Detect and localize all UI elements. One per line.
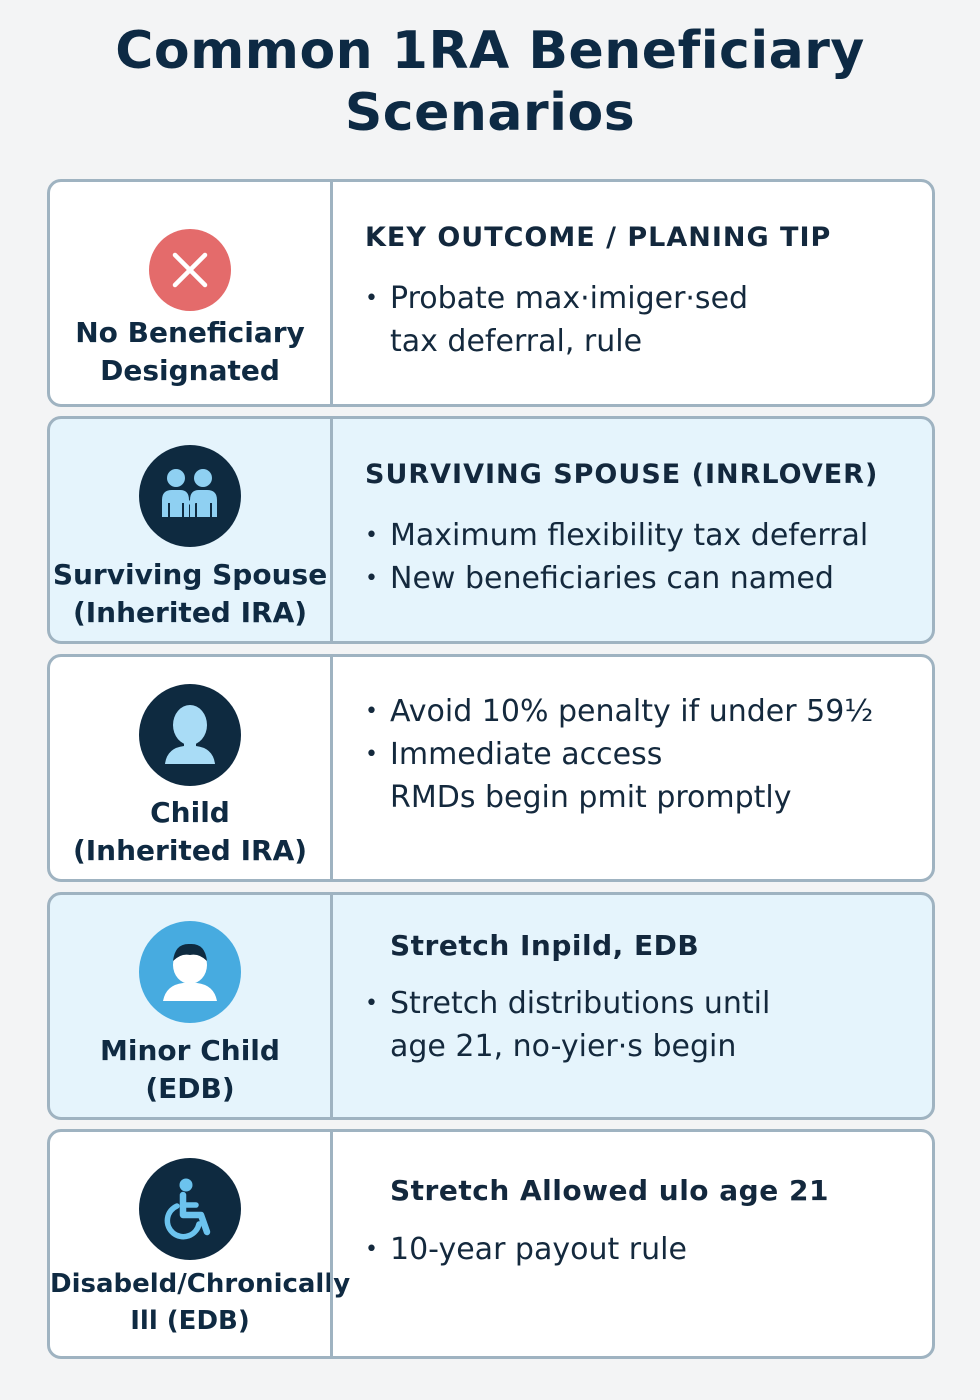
bullet-item: tax deferral, rule (390, 324, 643, 359)
scenario-card-minor-child: Minor Child (EDB) Stretch Inpild, EDB St… (47, 892, 935, 1120)
outcome-heading: SURVIVING SPOUSE (INRLOVER) (365, 459, 879, 490)
scenario-label-line2: Designated (100, 354, 280, 387)
bullet-item: Stretch distributions until (365, 982, 770, 1025)
outcome-heading: Stretch Inpild, EDB (390, 929, 700, 962)
column-divider (330, 895, 333, 1117)
child-person-icon (139, 684, 241, 786)
outcome-bullets: Stretch distributions until age 21, no-y… (365, 982, 770, 1068)
wheelchair-icon (139, 1158, 241, 1260)
scenario-label-line1: No Beneficiary (75, 316, 305, 349)
bullet-item: RMDs begin pmit promptly (390, 780, 792, 815)
outcome-cell: Avoid 10% penalty if under 59½ Immediate… (365, 657, 912, 879)
page-title-line1: Common 1RA Beneficiary (115, 21, 865, 81)
bullet-item: Immediate access (365, 733, 873, 776)
outcome-heading: Stretch Allowed ulo age 21 (390, 1174, 829, 1207)
scenario-card-surviving-spouse: Surviving Spouse (Inherited IRA) SURVIVI… (47, 416, 935, 644)
bullet-item: Avoid 10% penalty if under 59½ (365, 690, 873, 733)
outcome-cell: Stretch Allowed ulo age 21 10-year payou… (365, 1132, 912, 1356)
column-divider (330, 182, 333, 404)
scenario-label: No Beneficiary Designated (50, 314, 330, 390)
scenario-label-line1: Surviving Spouse (52, 558, 328, 591)
scenario-label-line2: (Inherited IRA) (72, 834, 308, 867)
outcome-bullets: Avoid 10% penalty if under 59½ Immediate… (365, 690, 873, 819)
scenario-label: Surviving Spouse (Inherited IRA) (50, 556, 330, 632)
column-divider (330, 419, 333, 641)
scenario-label-line1: Minor Child (100, 1034, 280, 1067)
outcome-bullets: Maximum flexibility tax deferral New ben… (365, 514, 868, 600)
bullet-item: Maximum flexibility tax deferral (365, 514, 868, 557)
scenario-label-line2: Ill (EDB) (130, 1306, 250, 1336)
outcome-heading: KEY OUTCOME / PLANING TIP (365, 222, 832, 253)
scenario-label-line2: (Inherited IRA) (72, 596, 308, 629)
scenario-label-line2: (EDB) (145, 1072, 235, 1105)
scenario-label-cell: Surviving Spouse (Inherited IRA) (50, 419, 330, 641)
scenario-card-no-beneficiary: No Beneficiary Designated KEY OUTCOME / … (47, 179, 935, 407)
bullet-item: 10-year payout rule (365, 1228, 687, 1271)
scenario-label: Child (Inherited IRA) (50, 794, 330, 870)
bullet-item: Probate max·imiger·sed (365, 277, 748, 320)
scenario-card-child: Child (Inherited IRA) Avoid 10% penalty … (47, 654, 935, 882)
scenario-label-line1: Disabeld/Chronically (50, 1269, 351, 1299)
scenario-card-disabled: Disabeld/Chronically Ill (EDB) Stretch A… (47, 1129, 935, 1359)
close-x-icon (139, 219, 241, 321)
scenario-label: Disabeld/Chronically Ill (EDB) (50, 1266, 351, 1340)
page-title: Common 1RA Beneficiary Scenarios (0, 20, 980, 144)
scenario-label-line1: Child (150, 796, 230, 829)
scenario-label-cell: No Beneficiary Designated (50, 182, 330, 404)
outcome-cell: Stretch Inpild, EDB Stretch distribution… (365, 895, 912, 1117)
scenario-label-cell: Disabeld/Chronically Ill (EDB) (50, 1132, 351, 1356)
bullet-item: New beneficiaries can named (365, 557, 868, 600)
scenario-label-cell: Child (Inherited IRA) (50, 657, 330, 879)
couple-icon (139, 445, 241, 547)
minor-child-icon (139, 921, 241, 1023)
scenario-label-cell: Minor Child (EDB) (50, 895, 330, 1117)
outcome-cell: SURVIVING SPOUSE (INRLOVER) Maximum flex… (365, 419, 912, 641)
outcome-cell: KEY OUTCOME / PLANING TIP Probate max·im… (365, 182, 912, 404)
bullet-item: age 21, no-yier·s begin (390, 1029, 737, 1064)
outcome-bullets: Probate max·imiger·sed tax deferral, rul… (365, 277, 748, 363)
column-divider (330, 657, 333, 879)
column-divider (330, 1132, 333, 1356)
outcome-bullets: 10-year payout rule (365, 1228, 687, 1271)
page-title-line2: Scenarios (344, 83, 636, 143)
scenario-label: Minor Child (EDB) (50, 1032, 330, 1108)
